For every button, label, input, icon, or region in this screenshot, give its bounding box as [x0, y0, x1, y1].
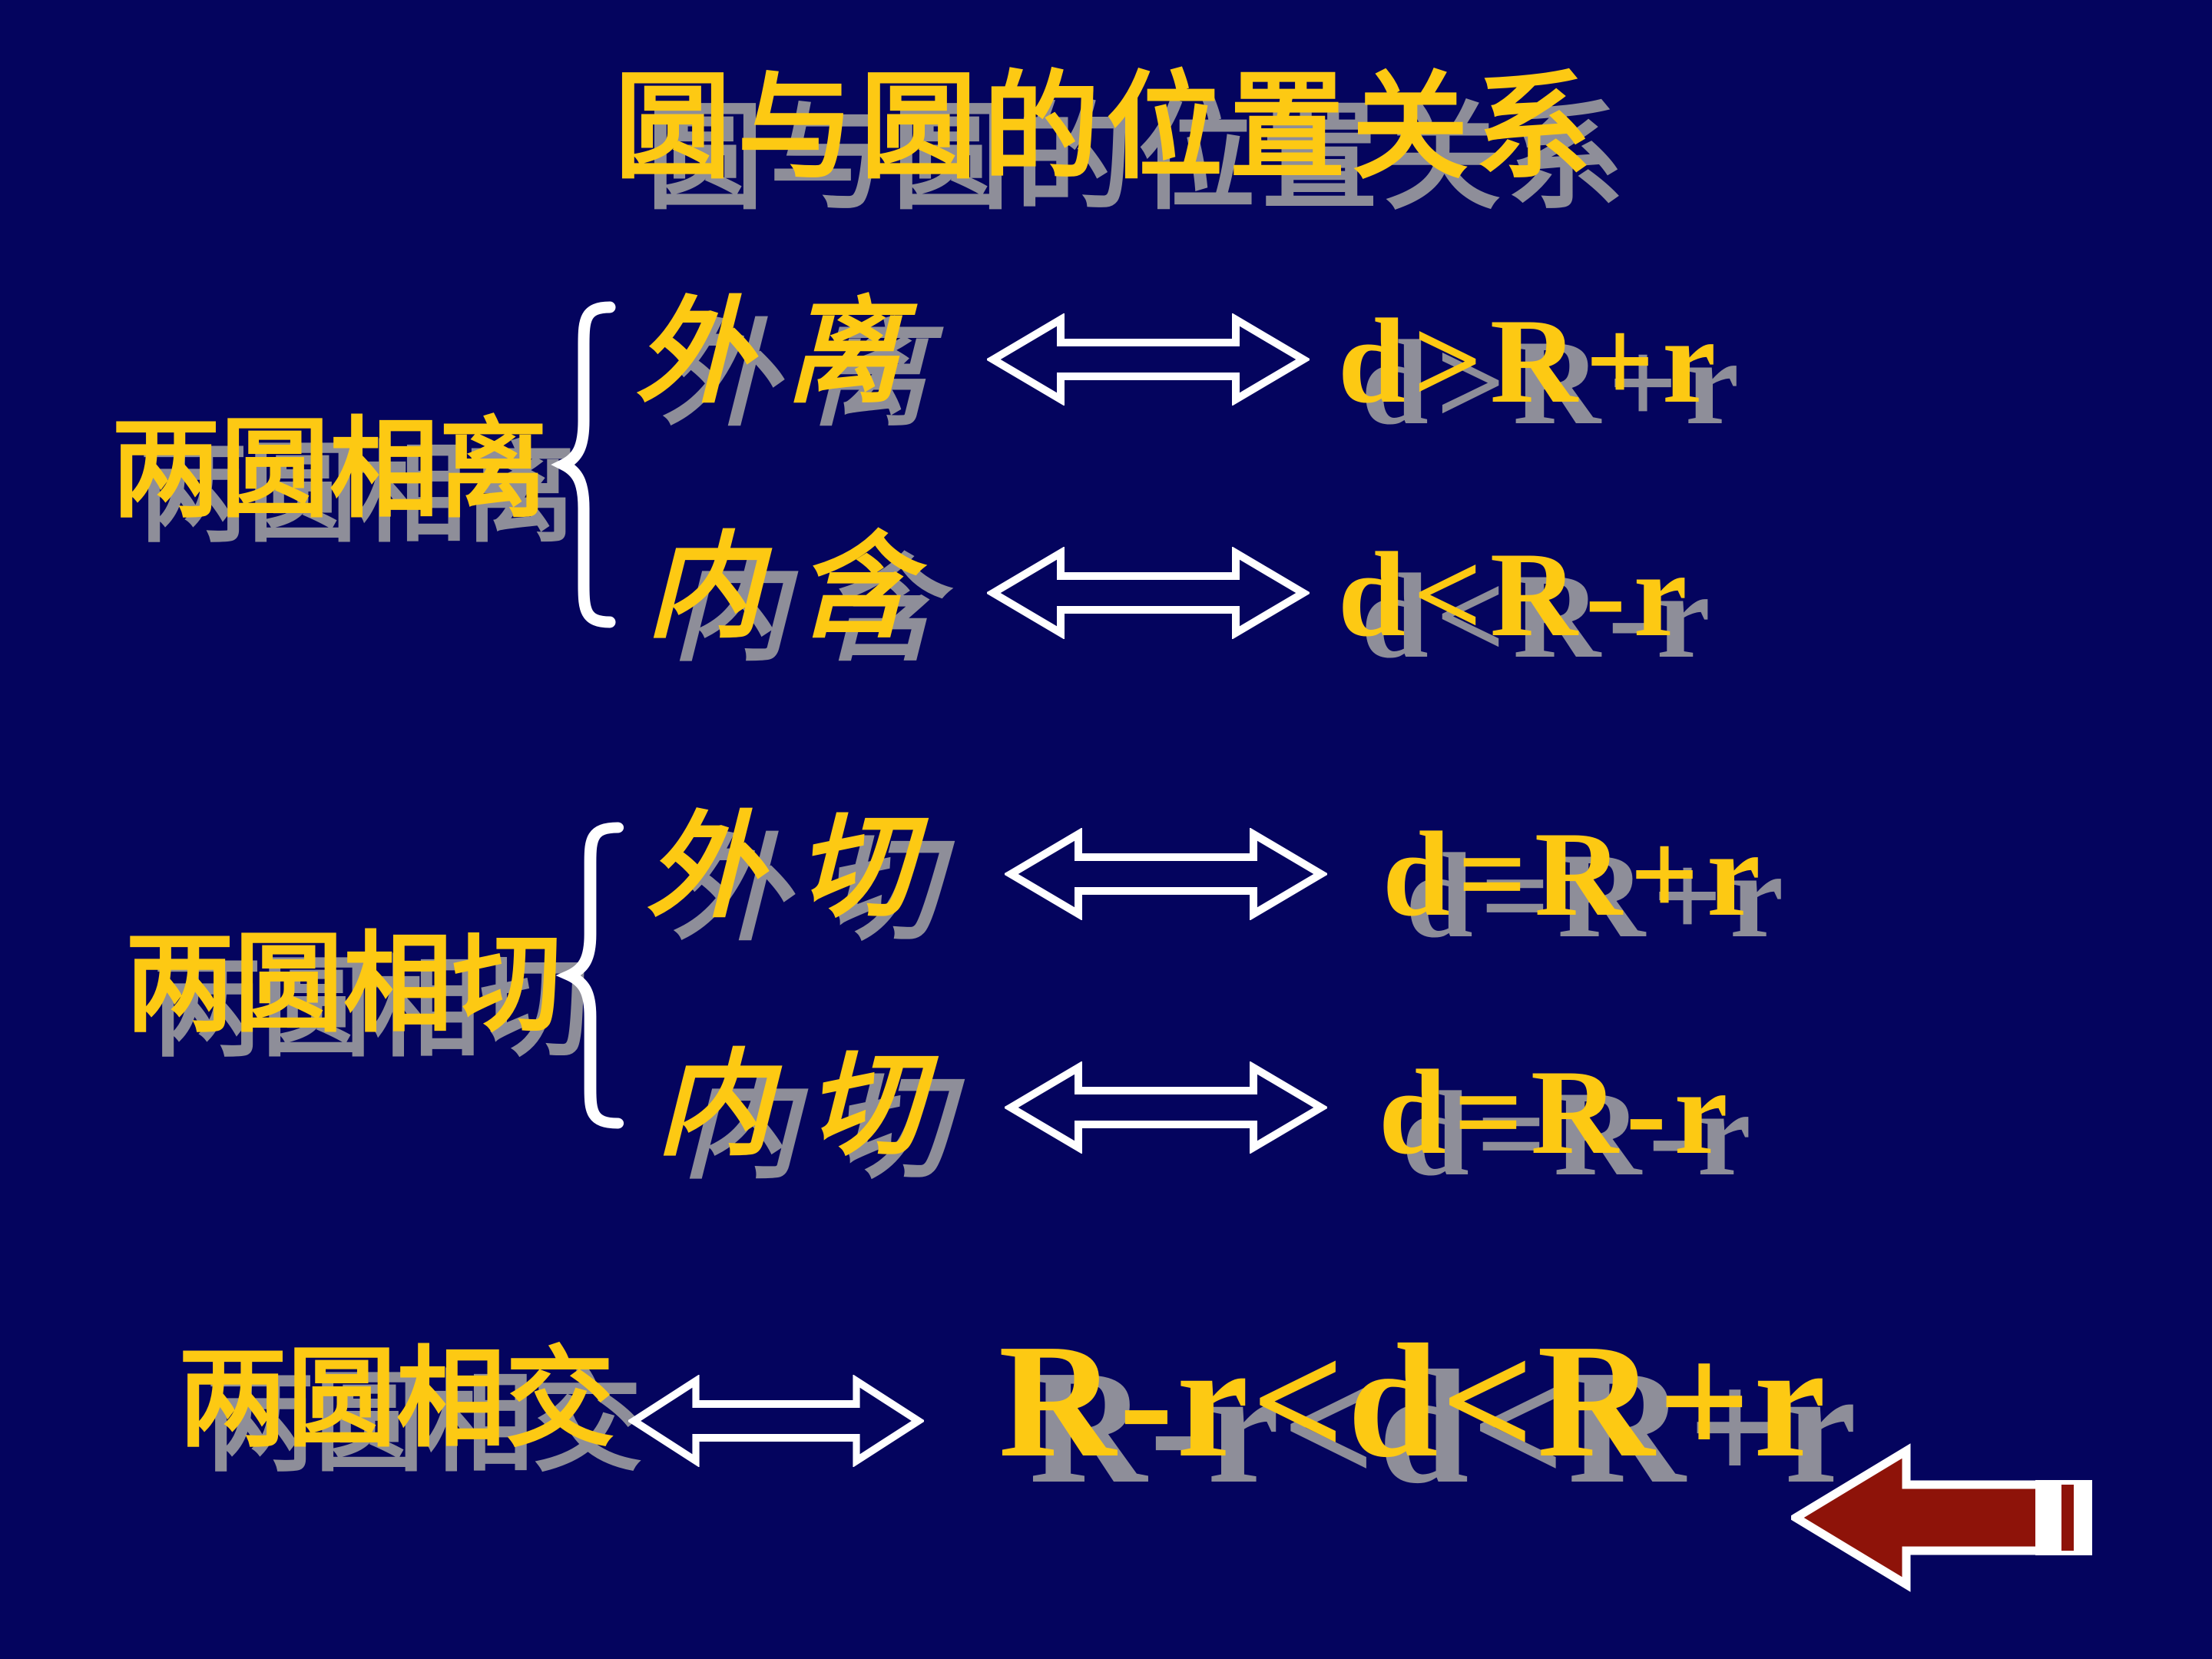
term-internal-containment: 内含	[647, 525, 947, 652]
back-arrow-tail-stripe	[2061, 1485, 2074, 1551]
term-external-separation: 外离	[636, 290, 936, 417]
double-arrow-icon	[1005, 828, 1327, 920]
brace-icon	[551, 301, 616, 628]
formula-external-tangency: d=R+r	[1382, 807, 1769, 942]
back-arrow-button[interactable]	[1791, 1442, 2092, 1593]
double-arrow-icon	[1005, 1061, 1327, 1154]
page-title: 圆与圆的位置关系	[614, 64, 1598, 193]
group-tangent-label: 两圆相切	[125, 924, 561, 1045]
formula-external-separation: d>R+r	[1338, 294, 1724, 429]
formula-intersect: R-r<d<R+r	[998, 1310, 1830, 1491]
double-arrow-icon	[628, 1375, 924, 1467]
term-external-tangency: 外切	[647, 804, 947, 932]
brace-icon	[555, 822, 624, 1129]
formula-internal-tangency: d=R-r	[1379, 1045, 1736, 1180]
group-separate-label: 两圆相离	[111, 409, 548, 531]
intersect-label: 两圆相交	[178, 1339, 614, 1460]
term-internal-tangency: 内切	[657, 1042, 957, 1170]
double-arrow-icon	[987, 313, 1310, 406]
formula-internal-containment: d<R-r	[1338, 528, 1695, 662]
double-arrow-icon	[987, 547, 1310, 639]
